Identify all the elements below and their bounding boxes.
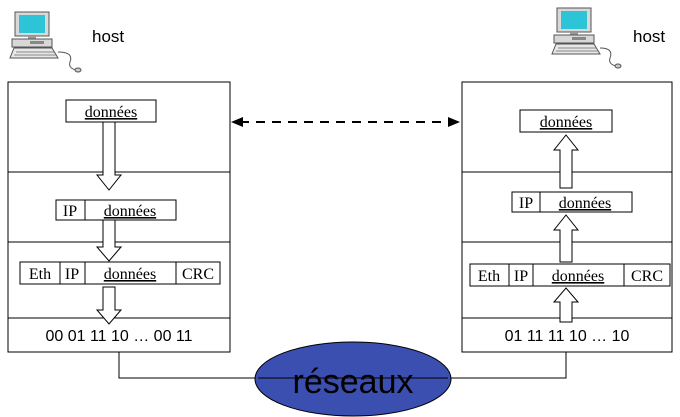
network-cloud — [254, 341, 452, 417]
left-host-label: host — [92, 27, 124, 46]
left-down-arrow-2 — [95, 219, 123, 262]
right-up-arrow-2 — [552, 214, 580, 263]
left-app-layer — [7, 81, 231, 173]
right-eth-eth-text: Eth — [478, 268, 500, 285]
right-host-label: host — [633, 27, 665, 46]
left-network-link — [118, 352, 260, 379]
network-label: réseaux — [293, 363, 414, 401]
computer-icon — [551, 7, 622, 69]
left-eth-crc-text: CRC — [182, 266, 214, 283]
left-eth-eth-text: Eth — [29, 266, 51, 283]
right-ip-data-text: données — [559, 195, 611, 212]
left-stack: données IP données Eth IP données CRC 00… — [7, 81, 231, 353]
right-up-arrow-1 — [552, 134, 580, 189]
right-ip-ip-text: IP — [519, 195, 533, 212]
left-bits-layer — [7, 317, 231, 353]
right-eth-crc-text: CRC — [631, 268, 663, 285]
right-bits-layer — [461, 317, 673, 353]
left-app-data-text: données — [85, 104, 137, 121]
right-bits-text: 01 11 11 10 … 10 — [505, 328, 630, 345]
left-ip-data-text: données — [104, 203, 156, 220]
right-app-data-box — [519, 109, 613, 133]
left-eth-ip-text: IP — [65, 266, 79, 283]
left-bits-text: 00 01 11 10 … 00 11 — [45, 328, 192, 345]
right-eth-box — [469, 263, 671, 287]
computer-icon — [9, 11, 82, 73]
left-down-arrow-3 — [95, 286, 123, 325]
right-up-arrow-3 — [552, 287, 580, 323]
right-network-link — [445, 352, 567, 379]
left-down-arrow-1 — [95, 121, 123, 191]
left-eth-box — [19, 261, 221, 285]
left-eth-data-text: données — [104, 266, 156, 283]
right-eth-ip-text: IP — [514, 268, 528, 285]
left-ip-box — [55, 199, 177, 221]
right-stack: données IP données Eth IP données CRC 01… — [461, 81, 673, 353]
right-app-data-text: données — [540, 114, 592, 131]
left-ip-ip-text: IP — [63, 203, 77, 220]
peer-communication-arrow — [231, 117, 460, 127]
right-ip-box — [511, 191, 633, 213]
right-eth-data-text: données — [552, 268, 604, 285]
